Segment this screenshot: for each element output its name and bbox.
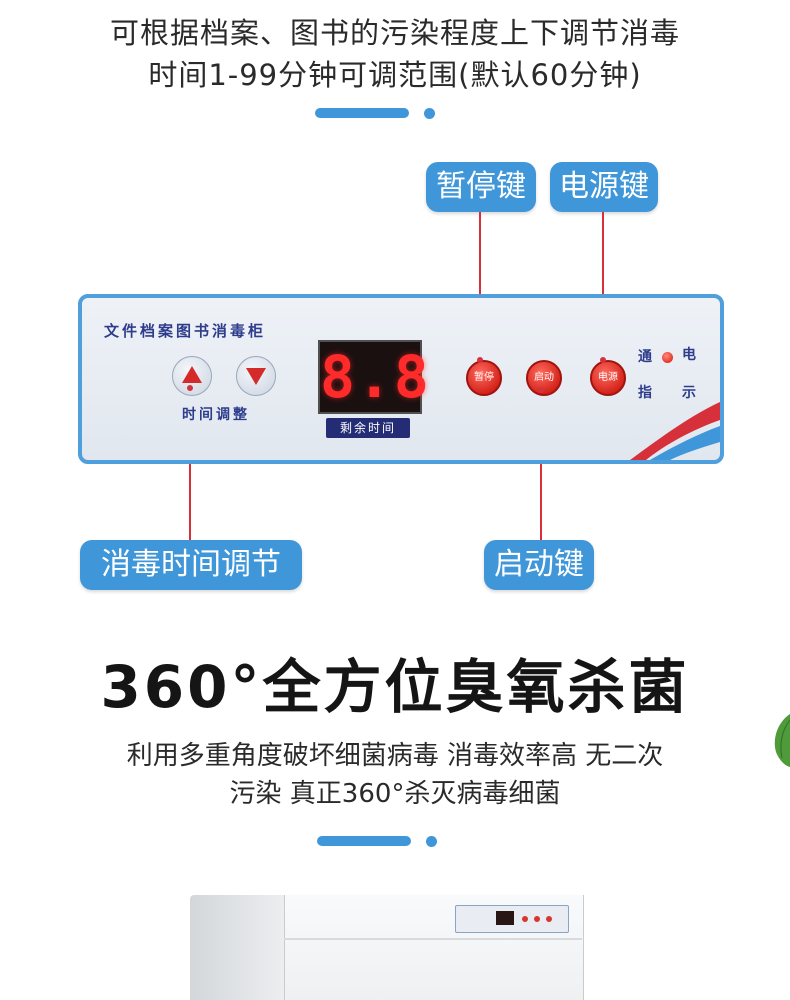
leader-line-pause: [479, 212, 481, 360]
intro-line-1: 可根据档案、图书的污染程度上下调节消毒: [109, 16, 680, 50]
callout-start-key: 启动键: [484, 540, 594, 590]
divider-dot: [424, 108, 435, 119]
leader-line-start: [540, 390, 542, 540]
start-button[interactable]: 启动: [526, 360, 562, 396]
power-indicator-char-4: 示: [682, 385, 696, 401]
arrow-up-icon: [182, 366, 202, 383]
callout-pause-key: 暂停键: [426, 162, 536, 212]
body-line-2: 污染 真正360°杀灭病毒细菌: [229, 779, 561, 809]
power-indicator-char-3: 指: [638, 385, 652, 401]
power-indicator-char-1: 通: [638, 349, 652, 365]
remaining-time-label: 剩余时间: [326, 418, 410, 438]
cabinet-mini-button: [522, 916, 528, 922]
headline: 360°全方位臭氧杀菌: [100, 653, 690, 721]
callout-power-key: 电源键: [550, 162, 658, 212]
display-digits: 8.8: [320, 343, 431, 411]
intro-line-2: 时间1-99分钟可调范围(默认60分钟): [148, 58, 642, 92]
cabinet-mini-button: [534, 916, 540, 922]
leader-end-start: [538, 387, 544, 393]
divider-dot: [426, 836, 437, 847]
cabinet-mini-display: [496, 911, 514, 925]
leader-line-power: [602, 212, 604, 360]
leader-end-time-adjust: [187, 385, 193, 391]
body-line-1: 利用多重角度破坏细菌病毒 消毒效率高 无二次: [126, 741, 664, 771]
time-adjust-label: 时间调整: [182, 407, 250, 423]
panel-title: 文件档案图书消毒柜: [104, 322, 267, 340]
leaf-icon: [774, 714, 790, 767]
cabinet-door-seam: [284, 938, 582, 940]
leader-end-power: [600, 357, 606, 363]
arrow-down-icon: [246, 368, 266, 385]
callout-time-adjust: 消毒时间调节: [80, 540, 302, 590]
power-indicator-lamp: [662, 352, 673, 363]
power-indicator-char-2: 电: [682, 347, 696, 363]
cabinet-side-panel: [190, 895, 286, 1000]
control-panel: 文件档案图书消毒柜 时间调整 8.8 剩余时间 暂停 启动 电源 通 电 指 示: [78, 294, 724, 464]
divider-bar: [317, 836, 411, 846]
remaining-time-display: 8.8: [318, 340, 431, 414]
panel-swoosh-icon: [630, 402, 720, 460]
time-down-button[interactable]: [236, 356, 276, 396]
cabinet-mini-button: [546, 916, 552, 922]
leader-line-time-adjust: [189, 388, 191, 540]
divider-bar: [315, 108, 409, 118]
cabinet-mini-control-panel: [455, 905, 569, 933]
leader-end-pause: [477, 357, 483, 363]
power-button[interactable]: 电源: [590, 360, 626, 396]
pause-button[interactable]: 暂停: [466, 360, 502, 396]
